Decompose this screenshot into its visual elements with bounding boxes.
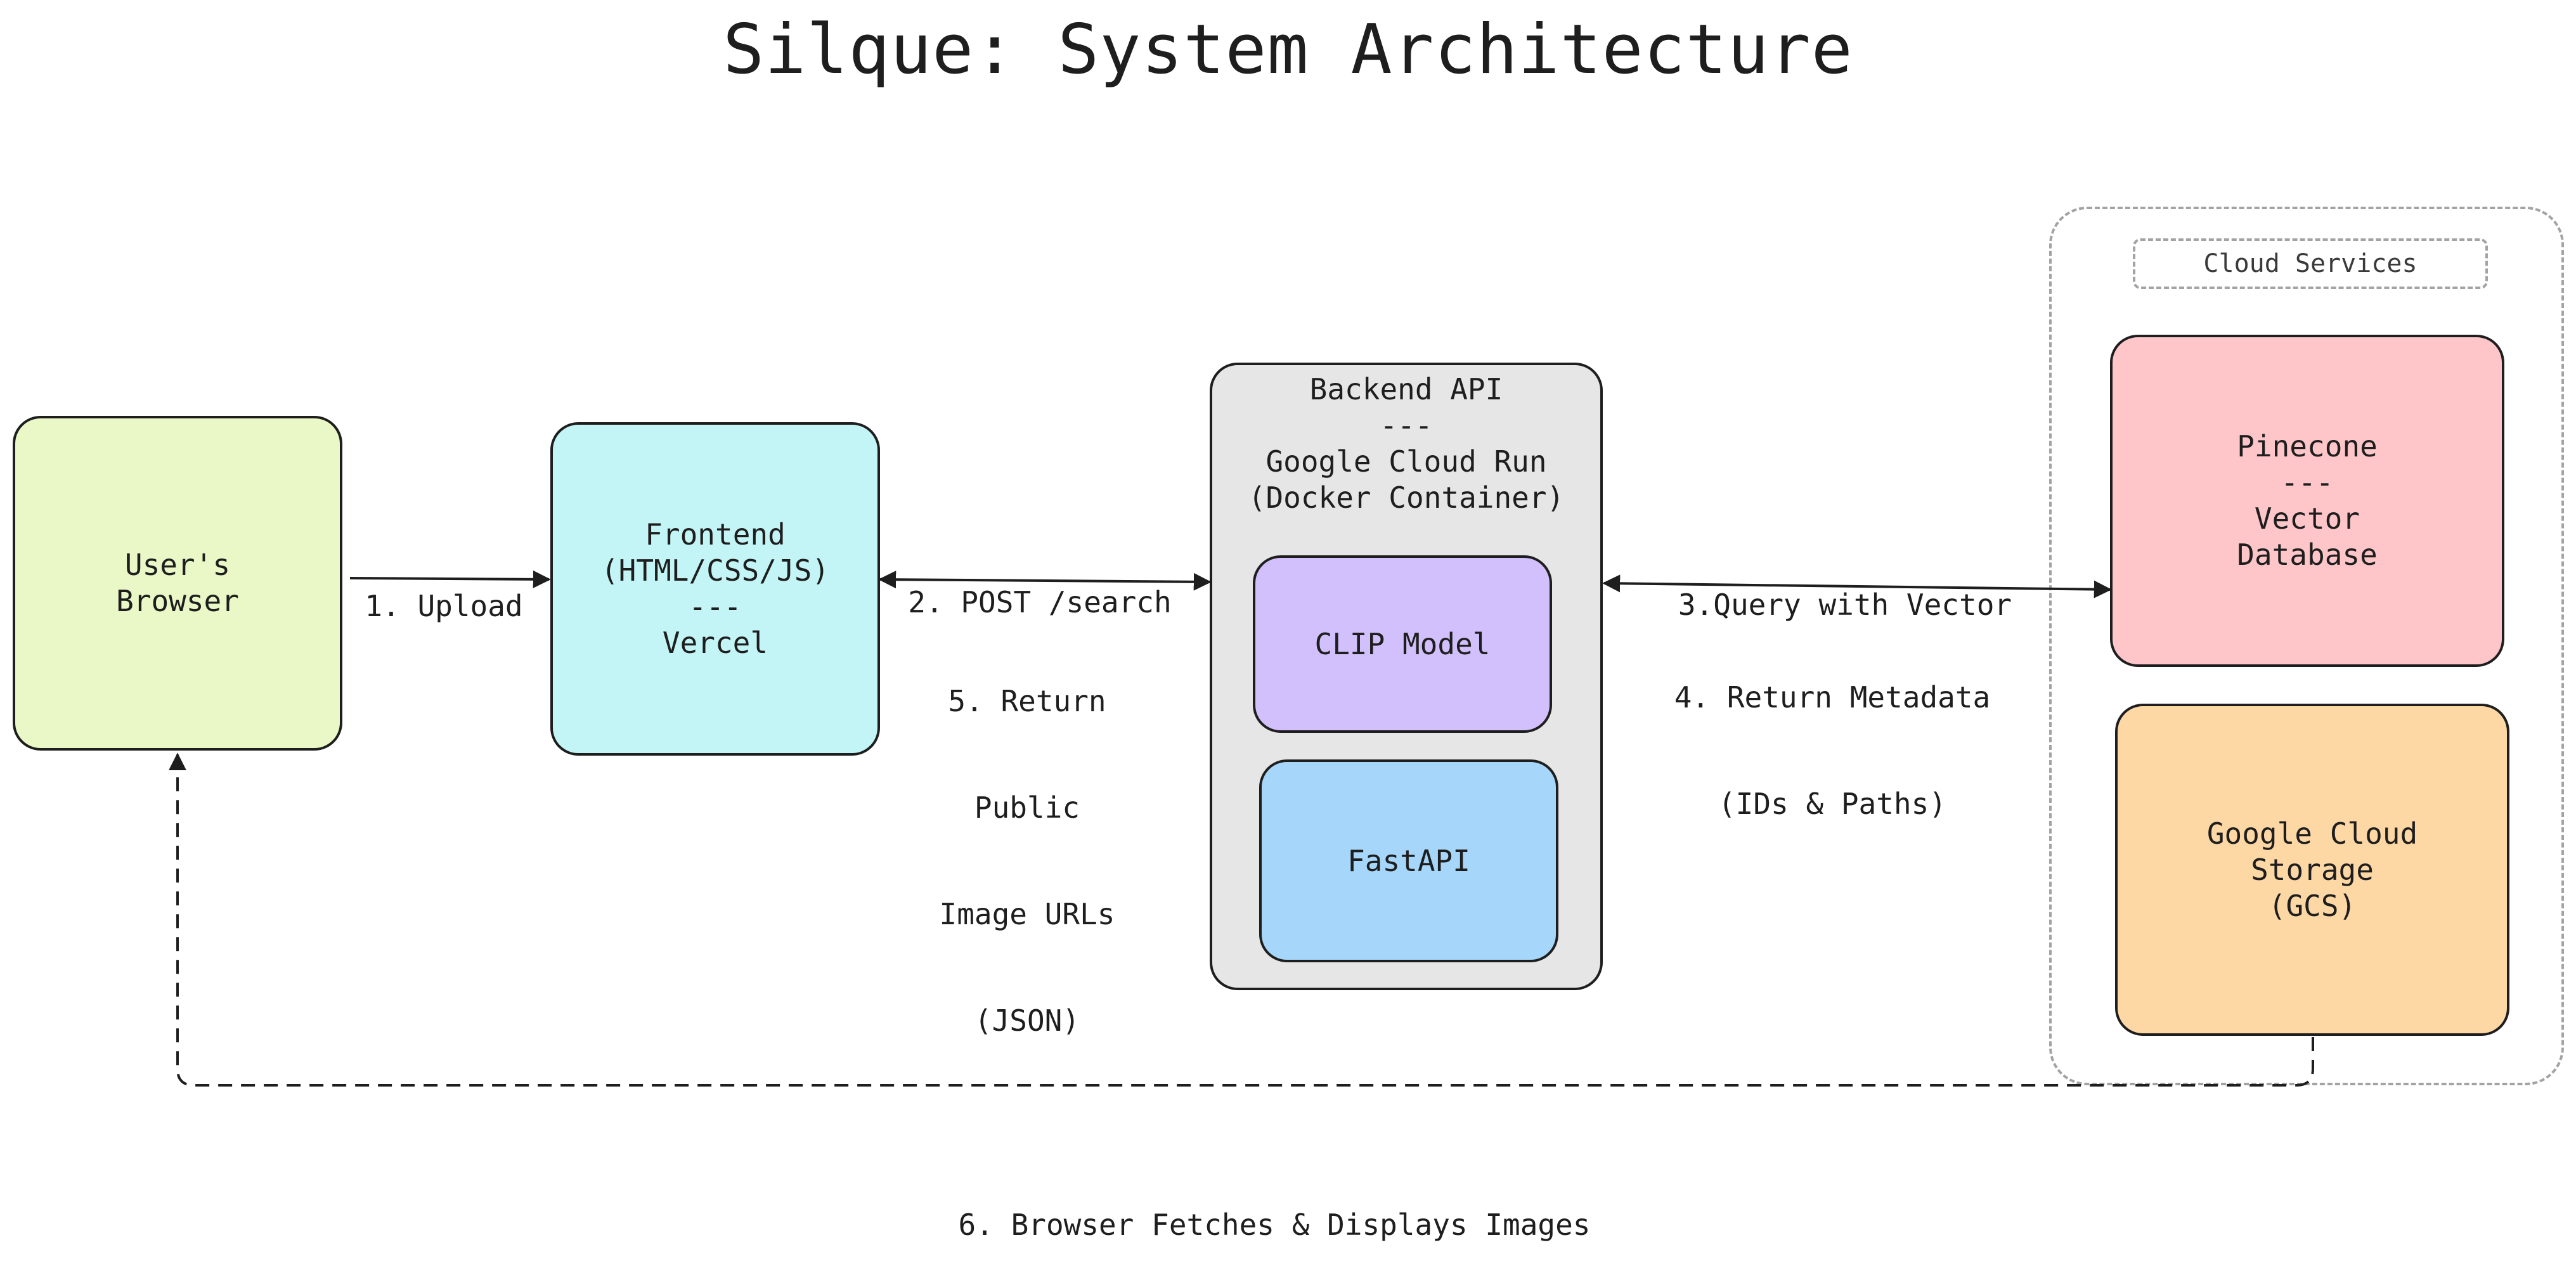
vector-query-arrow: [1602, 574, 2112, 598]
node-label-line: FastAPI: [1347, 843, 1470, 878]
pinecone-node: Pinecone --- Vector Database: [2110, 335, 2504, 667]
node-label-line: Google Cloud Run: [1265, 444, 1547, 479]
node-label-line: User's: [124, 548, 231, 582]
edge-label-line: 6. Browser Fetches & Displays Images: [958, 1208, 1591, 1242]
edge-label-line: 4. Return Metadata: [1674, 680, 1991, 714]
connectors: [169, 570, 2314, 1087]
clip-model-node: CLIP Model: [1253, 555, 1552, 733]
edge-label-line: (IDs & Paths): [1718, 787, 1947, 821]
edge-label-line: 3.Query with Vector: [1678, 588, 2012, 622]
return-urls-label: 5. Return Public Image URLs (JSON): [900, 612, 1154, 1074]
node-label-line: Frontend: [645, 517, 786, 552]
edge-label-line: Public: [974, 791, 1080, 825]
node-label-line: ---: [2281, 465, 2334, 500]
node-label-line: Storage: [2251, 852, 2374, 887]
upload-label: 1. Upload: [355, 517, 533, 659]
diagram-title: Silque: System Architecture: [723, 10, 1853, 89]
node-label-line: (HTML/CSS/JS): [600, 553, 830, 588]
gcs-node: Google Cloud Storage (GCS): [2115, 704, 2509, 1036]
edge-label-line: (JSON): [974, 1004, 1080, 1038]
fastapi-node: FastAPI: [1259, 759, 1558, 962]
node-label-line: (Docker Container): [1248, 481, 1565, 515]
edge-label-line: 2. POST /search: [908, 585, 1172, 619]
node-label-line: Database: [2237, 538, 2378, 572]
node-label-line: Vercel: [662, 626, 768, 660]
node-label-line: Vector: [2254, 501, 2360, 536]
node-label-line: Browser: [116, 584, 239, 618]
fetch-images-label: 6. Browser Fetches & Displays Images: [824, 1136, 1725, 1278]
node-label-line: (GCS): [2268, 888, 2357, 923]
node-label-line: CLIP Model: [1314, 626, 1491, 661]
query-vector-label: 3.Query with Vector: [1636, 516, 2054, 658]
upload-arrow: [349, 570, 551, 588]
edge-label-line: 1. Upload: [365, 589, 523, 623]
fetch-images-arrow: [169, 752, 2314, 1087]
node-label-line: Pinecone: [2237, 429, 2378, 463]
edge-label-line: 5. Return: [948, 684, 1106, 718]
node-label-line: Backend API: [1309, 372, 1503, 406]
edge-label-line: Image URLs: [939, 897, 1115, 931]
search-results-arrow: [878, 571, 1212, 591]
cloud-services-label: Cloud Services: [2133, 238, 2488, 289]
node-label-line: ---: [689, 590, 742, 624]
post-search-label: 2. POST /search: [888, 513, 1192, 655]
return-metadata-label: 4. Return Metadata (IDs & Paths): [1623, 609, 2042, 857]
frontend-node: Frontend (HTML/CSS/JS) --- Vercel: [550, 422, 880, 756]
node-label-line: ---: [1380, 408, 1433, 442]
browser-node: User's Browser: [13, 416, 342, 751]
node-label-line: Google Cloud: [2206, 816, 2418, 851]
